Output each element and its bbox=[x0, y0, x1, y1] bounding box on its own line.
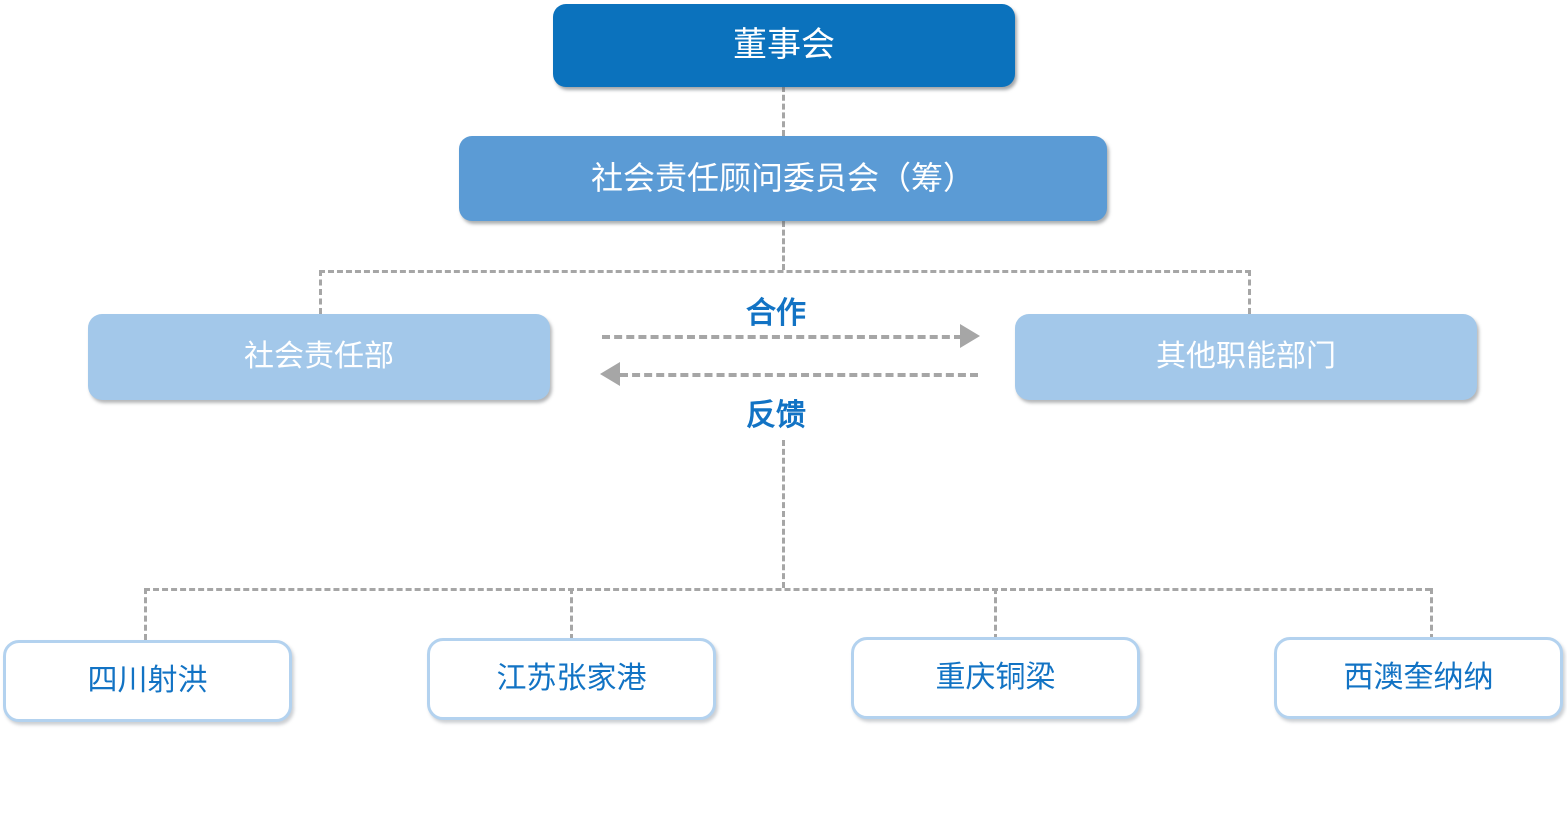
connector-committee-down bbox=[782, 221, 785, 270]
node-site-shehong[interactable]: 四川射洪 bbox=[3, 640, 292, 722]
feedback-arrow-head-icon bbox=[600, 362, 620, 386]
node-board[interactable]: 董事会 bbox=[553, 4, 1015, 87]
connector-bus-to-site-kwinana bbox=[1430, 588, 1433, 640]
connector-board-to-committee bbox=[782, 86, 785, 136]
connector-bus-to-site-tongliang bbox=[994, 588, 997, 640]
cooperation-arrow-head-icon bbox=[960, 324, 980, 348]
connector-bus-to-site-zhangjiagang bbox=[570, 588, 573, 640]
connector-sites-bus bbox=[144, 588, 1431, 591]
node-csr-dept[interactable]: 社会责任部 bbox=[88, 314, 550, 400]
connector-bus-to-other-dept bbox=[1248, 270, 1251, 314]
feedback-label: 反馈 bbox=[746, 399, 806, 432]
connector-bus-to-csr-dept bbox=[319, 270, 322, 314]
cooperation-arrow-line bbox=[602, 335, 962, 339]
connector-bus-to-site-shehong bbox=[144, 588, 147, 640]
node-site-kwinana[interactable]: 西澳奎纳纳 bbox=[1274, 637, 1563, 719]
node-site-tongliang[interactable]: 重庆铜梁 bbox=[851, 637, 1140, 719]
node-site-zhangjiagang[interactable]: 江苏张家港 bbox=[427, 638, 716, 720]
connector-csr-dept-down bbox=[782, 440, 785, 588]
node-other-dept[interactable]: 其他职能部门 bbox=[1015, 314, 1477, 400]
feedback-arrow-line bbox=[620, 373, 978, 377]
cooperation-label: 合作 bbox=[746, 297, 806, 330]
connector-departments-bus bbox=[319, 270, 1251, 273]
node-committee[interactable]: 社会责任顾问委员会（筹） bbox=[459, 136, 1107, 221]
